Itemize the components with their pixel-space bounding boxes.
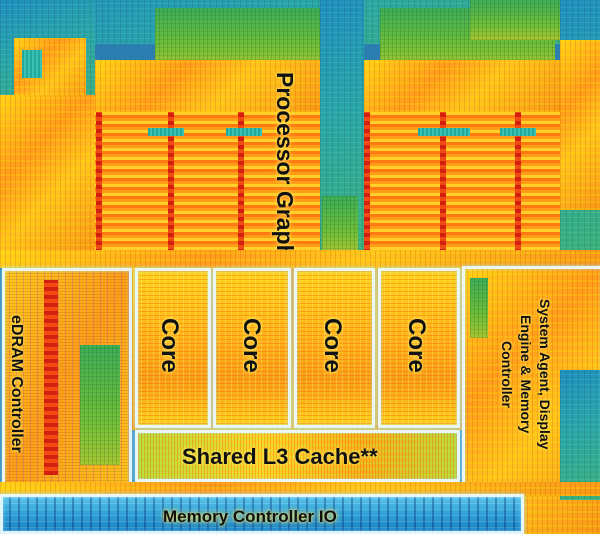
- graphics-teal-block: [418, 128, 470, 136]
- graphics-teal-block: [500, 128, 536, 136]
- shared-l3-cache-region: [135, 430, 460, 482]
- graphics-red-column: [238, 112, 244, 253]
- processor-graphics-label: Processor Graphics: [272, 72, 298, 291]
- system-agent-label: System Agent, Display Engine & Memory Co…: [499, 298, 553, 450]
- system-agent-green-block: [470, 278, 488, 338]
- edram-green-block: [80, 345, 120, 465]
- graphics-red-column: [168, 112, 174, 253]
- memory-controller-io-region: [0, 496, 522, 534]
- graphics-eu-top-left: [95, 60, 320, 112]
- core-3-label: Core: [319, 318, 346, 373]
- core-4-label: Core: [403, 318, 430, 373]
- core-2-frame: [213, 268, 291, 428]
- graphics-teal-block: [226, 128, 262, 136]
- graphics-left-body: [0, 95, 95, 253]
- core-4-frame: [378, 268, 460, 428]
- system-agent-display-block: [560, 370, 600, 500]
- graphics-eu-top-right: [364, 60, 560, 112]
- graphics-right-edge-logic: [560, 40, 600, 210]
- edram-red-block: [44, 280, 58, 475]
- graphics-left-teal: [22, 50, 42, 78]
- graphics-red-column: [440, 112, 446, 253]
- shared-l3-cache-frame: [135, 430, 460, 482]
- core-2-label: Core: [238, 318, 265, 373]
- memory-controller-io-frame: [0, 494, 524, 534]
- core-1-region: [135, 268, 211, 428]
- graphics-center-green: [322, 196, 358, 253]
- core-3-region: [294, 268, 375, 428]
- graphics-green-block-left: [155, 8, 320, 68]
- memory-controller-io-label: Memory Controller IO: [163, 507, 337, 526]
- core-3-frame: [294, 268, 375, 428]
- graphics-lower-strip: [0, 250, 600, 268]
- shared-l3-cache-label: Shared L3 Cache**: [182, 444, 378, 469]
- core-4-region: [378, 268, 460, 428]
- graphics-red-column: [364, 112, 370, 253]
- graphics-teal-block: [148, 128, 184, 136]
- edram-controller-label: eDRAM Controller: [8, 315, 25, 453]
- graphics-red-column: [515, 112, 521, 253]
- core-1-frame: [135, 268, 211, 428]
- lower-band: [0, 482, 600, 496]
- graphics-red-column: [96, 112, 102, 253]
- core-2-region: [213, 268, 291, 428]
- core-1-label: Core: [156, 318, 183, 373]
